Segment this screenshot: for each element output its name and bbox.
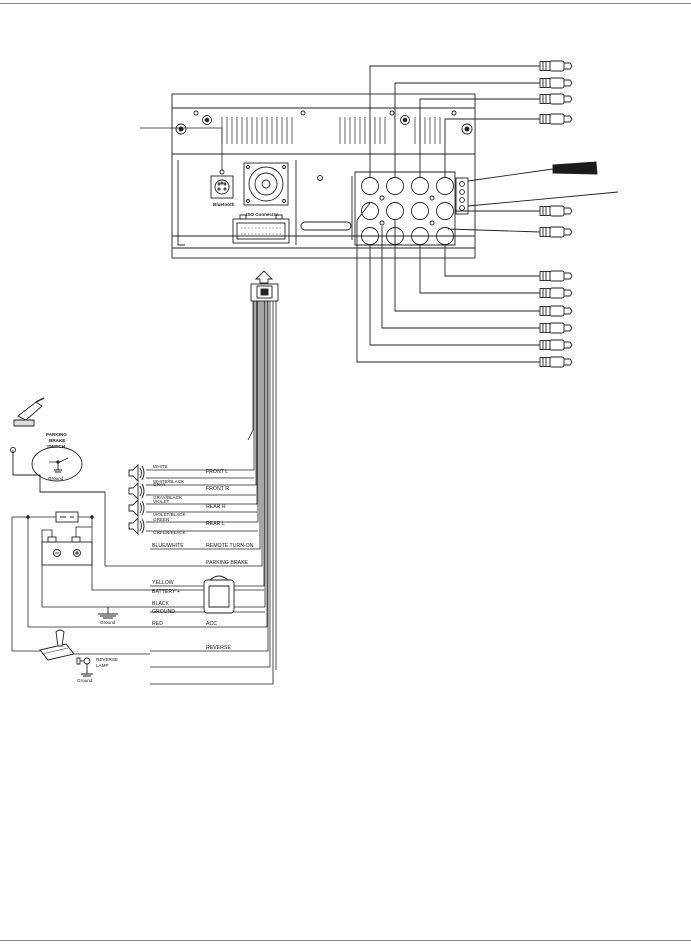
fuse-icon	[55, 511, 79, 523]
reverse-lamp-label-1: REVERSE	[96, 657, 118, 662]
reverse-lamp-icon	[76, 657, 93, 677]
rca-cable-bundle	[356, 65, 619, 363]
iso-connector-label: ISO Connector	[246, 212, 278, 217]
rca-plugs	[539, 60, 573, 368]
wire-black-label: BLACK	[152, 601, 170, 607]
wire-red-label: RED	[152, 621, 163, 627]
parking-brake-lever-icon	[13, 397, 45, 427]
wire-violet-label: VIOLET	[153, 499, 170, 504]
bottom-rule	[0, 940, 691, 941]
battery-wiring	[11, 515, 150, 652]
wire-blue-white-label: BLUE/WHITE	[152, 543, 184, 549]
wire-green-label: GREEN	[153, 517, 169, 522]
battery-icon	[41, 536, 93, 566]
wire-green-black-label: GREEN/BLACK	[153, 530, 187, 535]
reverse-lamp-label-2: LAMP	[96, 663, 109, 668]
screw-icon	[175, 123, 187, 135]
parking-brake-switch-label-2: BRAKE	[49, 438, 65, 443]
top-rule	[0, 3, 691, 4]
wire-gray-black-label: GRAY/BLACK	[153, 495, 183, 500]
parking-brake-switch-label-3: SWITCH	[47, 444, 66, 449]
harness-wires	[150, 301, 277, 685]
wire-white-label: WHITE	[153, 464, 168, 469]
wire-white-black-label: WHITE/BLACK	[153, 479, 185, 484]
speaker-icon	[128, 463, 145, 483]
wire-yellow-label: YELLOW	[152, 580, 174, 586]
vent-grille-left	[221, 117, 293, 144]
reverse-label: REVERSE	[206, 645, 231, 651]
cooling-fan-icon	[243, 162, 289, 206]
bluetooth-port	[210, 169, 234, 199]
wire-violet-black-label: VIOLET/BLACK	[153, 512, 187, 517]
head-unit-chassis	[140, 93, 476, 259]
remote-turn-on-label: REMOTE TURN-ON	[206, 543, 254, 549]
screw-icon	[400, 115, 410, 125]
battery-plus-label: BATTERY +	[152, 589, 180, 595]
wire-gray-label: GRAY	[153, 482, 166, 487]
front-r-label: FRONT R	[206, 486, 229, 492]
reverse-ground-label: Ground	[77, 678, 93, 683]
speaker-icon	[128, 498, 145, 518]
parking-brake-switch	[10, 446, 105, 493]
ground-label: Ground	[100, 620, 116, 625]
bluetooth-label: Bluetooth	[213, 202, 235, 207]
front-l-label: FRONT L	[206, 469, 228, 475]
parking-brake-ground-label: Ground	[48, 476, 64, 481]
ignition-key-icon	[203, 575, 235, 614]
parking-brake-label: PARKING BRAKE	[206, 560, 249, 566]
speaker-icon	[128, 481, 145, 501]
speaker-icon	[128, 516, 145, 536]
rear-l-label: REAR L	[206, 521, 225, 527]
labels: Bluetooth ISO Connector PARKING BRAKE SW…	[46, 202, 278, 683]
rear-r-label: REAR R	[206, 504, 226, 510]
ground-wire-label: GROUND	[152, 609, 175, 615]
parking-brake-switch-label-1: PARKING	[46, 432, 67, 437]
screw-icon	[202, 115, 212, 125]
acc-label: ACC	[206, 621, 217, 627]
harness-plug	[250, 270, 279, 302]
slot	[300, 221, 352, 231]
antenna-plug	[552, 161, 598, 175]
gear-shifter-icon	[39, 629, 75, 661]
screw-icon	[461, 123, 473, 135]
ground-symbol-icon	[98, 607, 118, 619]
iso-connector-port	[232, 214, 290, 244]
